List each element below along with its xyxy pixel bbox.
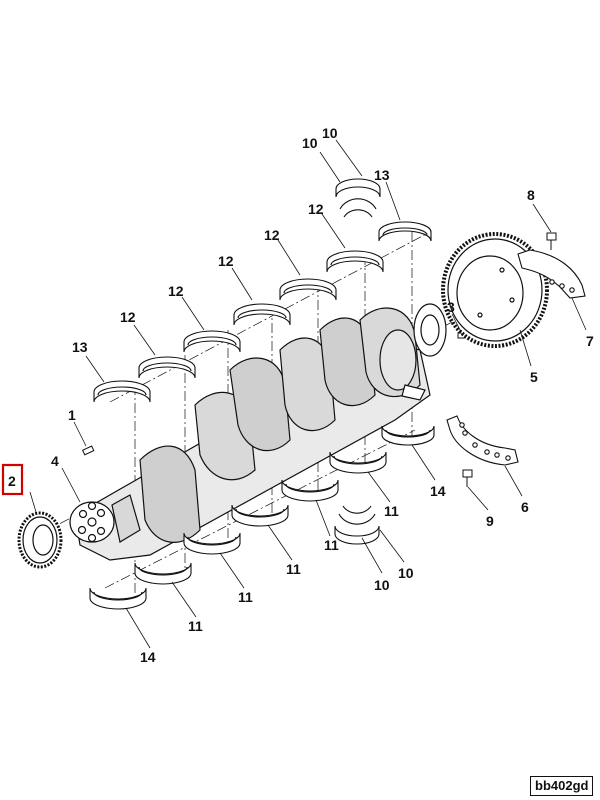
thrust-washer-lower bbox=[334, 505, 380, 545]
callout-label: 11 bbox=[188, 618, 203, 634]
bearing-shell-upper bbox=[93, 380, 151, 403]
callout-label: 9 bbox=[486, 513, 494, 529]
bearing-shell-lower bbox=[329, 451, 387, 474]
callout-label: 4 bbox=[51, 453, 59, 469]
callout-label: 12 bbox=[264, 227, 280, 243]
retaining-plates bbox=[446, 249, 586, 466]
bearing-shell-lower bbox=[381, 425, 435, 446]
callout-label: 10 bbox=[302, 135, 318, 151]
callout-label: 12 bbox=[308, 201, 324, 217]
callout-label: 7 bbox=[586, 333, 594, 349]
crankshaft-gear bbox=[17, 511, 63, 569]
thrust-washer-upper bbox=[335, 178, 381, 218]
callout-labels: 10 10 13 12 12 12 12 12 12 13 8 3 7 5 1 … bbox=[8, 125, 594, 665]
bearing-shell-upper bbox=[378, 221, 432, 242]
bearing-shell-upper bbox=[138, 356, 196, 379]
callout-label: 6 bbox=[521, 499, 529, 515]
callout-label: 13 bbox=[374, 167, 390, 183]
callout-label: 13 bbox=[72, 339, 88, 355]
callout-label: 3 bbox=[447, 299, 455, 315]
bearing-shell-lower bbox=[89, 587, 147, 610]
callout-label: 5 bbox=[530, 369, 538, 385]
callout-label: 12 bbox=[168, 283, 184, 299]
callout-label: 1 bbox=[68, 407, 76, 423]
bearing-shell-upper bbox=[279, 278, 337, 301]
crankshaft bbox=[69, 303, 447, 561]
callout-label: 10 bbox=[374, 577, 390, 593]
leader-lines bbox=[29, 139, 587, 649]
bearing-shell-upper bbox=[326, 250, 384, 273]
bearing-shell-lower bbox=[183, 532, 241, 555]
callout-label: 12 bbox=[120, 309, 136, 325]
callout-label: 14 bbox=[430, 483, 446, 499]
upper-bearing-shells bbox=[93, 178, 432, 403]
callout-label: 10 bbox=[398, 565, 414, 581]
bearing-shell-lower bbox=[281, 479, 339, 502]
callout-label: 8 bbox=[527, 187, 535, 203]
callout-label: 14 bbox=[140, 649, 156, 665]
reference-id-label: bb402gd bbox=[530, 776, 594, 796]
lower-bearing-shells bbox=[89, 425, 435, 610]
bearing-shell-upper bbox=[183, 330, 241, 353]
callout-label: 11 bbox=[286, 561, 301, 577]
bearing-shell-lower bbox=[231, 504, 289, 527]
bearing-shell-upper bbox=[233, 303, 291, 326]
callout-label: 12 bbox=[218, 253, 234, 269]
callout-label: 11 bbox=[238, 589, 253, 605]
bolts bbox=[462, 232, 557, 487]
bearing-shell-lower bbox=[134, 562, 192, 585]
callout-label: 11 bbox=[384, 503, 399, 519]
highlight-box bbox=[1, 463, 24, 496]
callout-label: 11 bbox=[324, 537, 339, 553]
callout-label-highlighted: 2 bbox=[8, 473, 16, 489]
callout-label: 10 bbox=[322, 125, 338, 141]
